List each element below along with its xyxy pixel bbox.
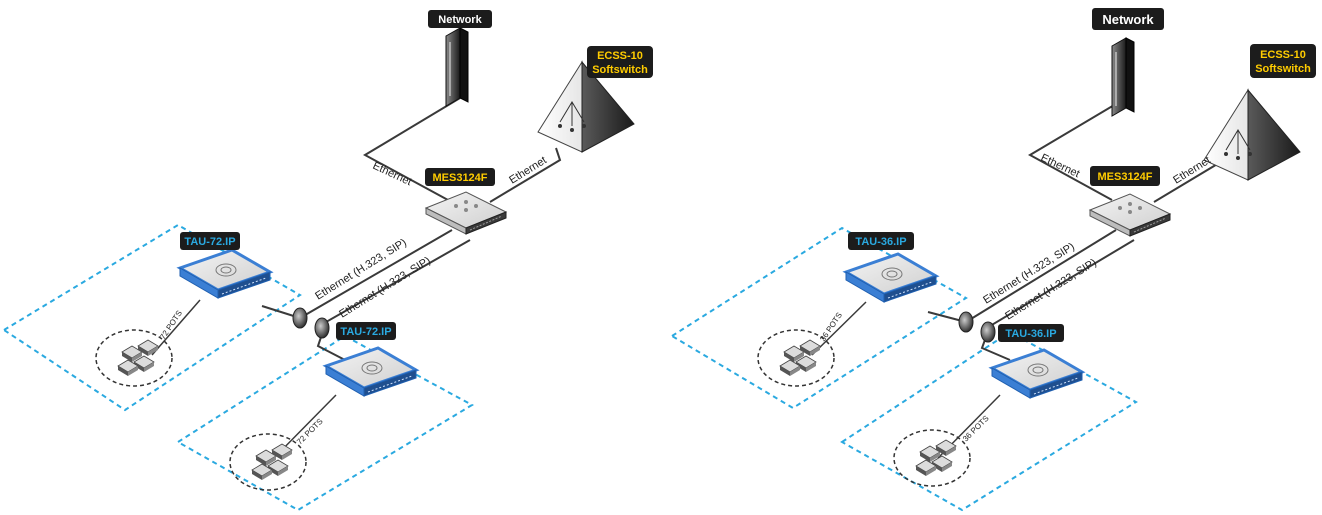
cable-label-gw1: Ethernet (H.323, SIP) bbox=[313, 237, 409, 303]
svg-text:TAU-72.IP: TAU-72.IP bbox=[184, 236, 235, 248]
diagram-right: Network ECSS-10 Softswitch MES3124F TAU-… bbox=[670, 8, 1316, 512]
zone-gw1-right bbox=[670, 226, 968, 410]
phones-group-right-2 bbox=[893, 429, 971, 487]
gateway-label: TAU-72.IP bbox=[336, 322, 396, 340]
network-label: Network bbox=[1092, 8, 1164, 30]
svg-text:Softswitch: Softswitch bbox=[1255, 63, 1311, 75]
svg-text:TAU-72.IP: TAU-72.IP bbox=[340, 326, 391, 338]
network-server-icon bbox=[445, 27, 469, 107]
cable-coil-icon bbox=[980, 321, 996, 343]
zone-gw1-left bbox=[2, 223, 302, 412]
pots-line-gw1-right bbox=[811, 301, 867, 356]
gateway-device-icon bbox=[178, 248, 272, 300]
gateway-device-icon bbox=[324, 346, 418, 398]
cable-coil-icon bbox=[958, 311, 974, 333]
switch-label: MES3124F bbox=[425, 168, 495, 186]
svg-text:Network: Network bbox=[438, 14, 482, 26]
cable-gw2-left bbox=[316, 239, 471, 361]
cable-coil-icon bbox=[292, 307, 308, 329]
zone-gw2-left bbox=[176, 334, 475, 512]
cable-label-network: Ethernet bbox=[371, 160, 414, 188]
diagram-left: Network ECSS-10 Softswitch MES3124F TAU-… bbox=[2, 10, 653, 512]
svg-text:Network: Network bbox=[1102, 12, 1154, 27]
phone-set-icon bbox=[117, 339, 159, 377]
gateway-device-icon bbox=[844, 252, 938, 304]
svg-text:TAU-36.IP: TAU-36.IP bbox=[855, 236, 906, 248]
phones-group-left-2 bbox=[229, 433, 307, 491]
cable-label-network: Ethernet bbox=[1039, 152, 1082, 180]
cable-softswitch-left bbox=[489, 147, 562, 203]
network-server-icon bbox=[1111, 37, 1135, 117]
switch-device-icon bbox=[425, 191, 507, 235]
phones-group-left-1 bbox=[95, 329, 173, 387]
svg-text:ECSS-10: ECSS-10 bbox=[597, 50, 643, 62]
cable-network-left bbox=[362, 97, 461, 201]
softswitch-label: ECSS-10 Softswitch bbox=[587, 46, 653, 78]
cable-coil-icon bbox=[314, 317, 330, 339]
svg-text:MES3124F: MES3124F bbox=[1097, 171, 1152, 183]
pots-line-gw1-left bbox=[151, 299, 201, 356]
pots-label: 36 POTS bbox=[961, 414, 991, 444]
phones-group-right-1 bbox=[757, 329, 835, 387]
svg-text:Softswitch: Softswitch bbox=[592, 64, 648, 76]
phone-set-icon bbox=[779, 339, 821, 377]
softswitch-pyramid-icon bbox=[1203, 89, 1301, 181]
svg-text:TAU-36.IP: TAU-36.IP bbox=[1005, 328, 1056, 340]
phone-set-icon bbox=[251, 443, 293, 481]
gateway-label: TAU-72.IP bbox=[180, 232, 240, 250]
phone-set-icon bbox=[915, 439, 957, 477]
svg-text:MES3124F: MES3124F bbox=[432, 172, 487, 184]
cable-network-right bbox=[1027, 97, 1127, 201]
gateway-label: TAU-36.IP bbox=[848, 232, 914, 250]
zone-gw2-right bbox=[840, 330, 1138, 512]
softswitch-label: ECSS-10 Softswitch bbox=[1250, 44, 1316, 78]
pots-label: 72 POTS bbox=[158, 309, 184, 341]
gateway-label: TAU-36.IP bbox=[998, 324, 1064, 342]
network-label: Network bbox=[428, 10, 492, 28]
switch-label: MES3124F bbox=[1090, 166, 1160, 186]
svg-text:ECSS-10: ECSS-10 bbox=[1260, 49, 1306, 61]
